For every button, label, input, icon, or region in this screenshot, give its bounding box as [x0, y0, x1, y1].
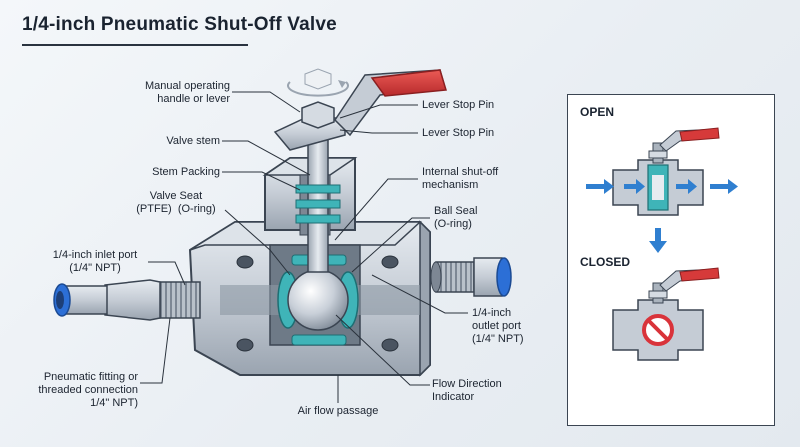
inset-open-label: OPEN	[580, 105, 615, 119]
label-ball-seal: Ball Seal (O-ring)	[434, 205, 478, 230]
open-closed-inset: OPEN CLOSED	[567, 94, 775, 426]
label-valve-stem: Valve stem	[166, 135, 220, 147]
valve-stem	[295, 121, 341, 273]
label-outlet-port: 1/4-inch outlet port (1/4" NPT)	[472, 307, 524, 345]
label-fitting: Pneumatic fitting or threaded connection…	[38, 371, 138, 409]
label-air-flow: Air flow passage	[297, 405, 379, 417]
outlet-port-cap	[496, 257, 512, 297]
label-lever-stop-pin-1: Lever Stop Pin	[422, 99, 495, 111]
inset-diagram	[586, 127, 738, 361]
label-lever-stop-pin-2: Lever Stop Pin	[422, 127, 495, 139]
flow-arrow-icon	[586, 179, 738, 194]
cutaway-interior	[220, 244, 420, 346]
open-valve	[586, 127, 738, 216]
page-title: 1/4-inch Pneumatic Shut-Off Valve	[22, 14, 337, 35]
outlet-fitting	[430, 257, 512, 297]
closed-valve	[612, 267, 720, 361]
inlet-fitting	[53, 279, 201, 321]
label-flow-direction: Flow Direction Indicator	[432, 378, 502, 403]
rotate-arrow-icon	[287, 81, 349, 97]
inset-closed-label: CLOSED	[580, 255, 631, 269]
label-inlet-port: 1/4-inch inlet port (1/4" NPT)	[52, 249, 138, 274]
no-entry-icon	[642, 314, 674, 346]
label-valve-seat: Valve Seat (PTFE) (O-ring)	[136, 190, 216, 215]
down-arrow-icon	[649, 228, 667, 253]
ball	[287, 269, 349, 331]
label-stem-packing: Stem Packing	[152, 166, 220, 178]
label-internal-shutoff: Internal shut-off mechanism	[422, 166, 499, 191]
title-underline	[22, 44, 248, 46]
manual-handle	[273, 68, 447, 151]
label-handle: Manual operating handle or lever	[144, 80, 230, 105]
leader-lines	[140, 91, 468, 403]
